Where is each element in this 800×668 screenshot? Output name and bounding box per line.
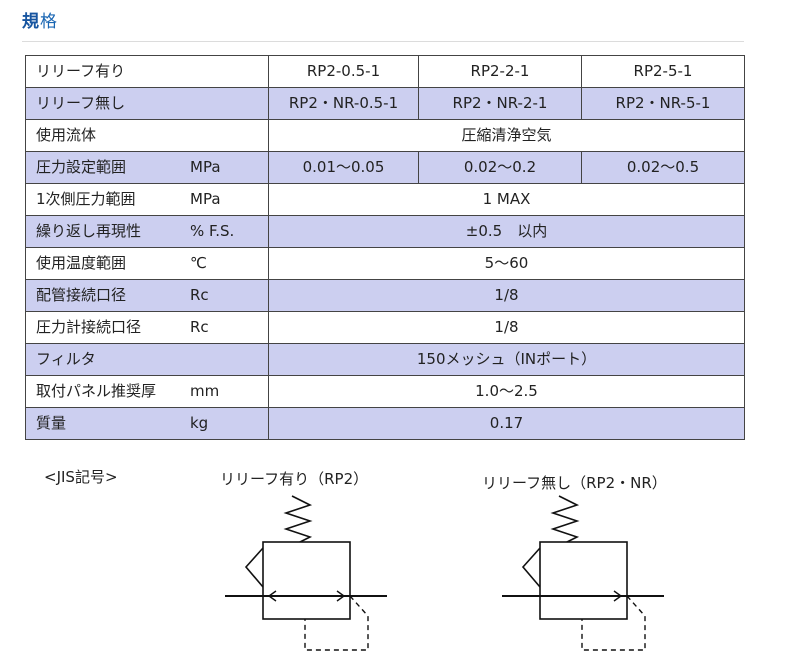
arrow-right-icon [613,590,623,602]
row-label: 使用温度範囲 [36,254,127,272]
table-row: 繰り返し再現性 % F.S. ±0.5 以内 [25,215,745,248]
table-row: 質量 kg 0.17 [25,407,745,440]
row-label-cell: 取付パネル推奨厚 mm [25,375,269,408]
relief-diagram-title: リリーフ有り（RP2） [220,470,369,488]
row-label: 繰り返し再現性 [36,222,142,240]
row-label-cell: 使用流体 [25,119,269,152]
row-label-cell: 使用温度範囲 ℃ [25,247,269,280]
row-label: 圧力設定範囲 [36,158,127,176]
row-label-cell: リリーフ有り [25,55,269,88]
row-unit: MPa [190,158,221,176]
table-row: 配管接続口径 Rc 1/8 [25,279,745,312]
value-cell: RP2-5-1 [581,55,745,88]
value-cell: 0.02～0.2 [418,151,582,184]
row-unit: ℃ [190,254,207,272]
row-unit: Rc [190,286,209,304]
row-label-cell: 質量 kg [25,407,269,440]
row-label: 質量 [36,414,67,432]
row-label: 配管接続口径 [36,286,127,304]
row-label-cell: 圧力計接続口径 Rc [25,311,269,344]
value-cell: 圧縮清浄空気 [268,119,745,152]
section-heading: 規格 [22,10,58,34]
value-cell: ±0.5 以内 [268,215,745,248]
row-label-cell: 圧力設定範囲 MPa [25,151,269,184]
value-cell: 5～60 [268,247,745,280]
value-cell: 0.01～0.05 [268,151,419,184]
pilot-triangle-icon [521,547,541,588]
row-label: フィルタ [36,350,96,368]
value-cell: 0.17 [268,407,745,440]
arrow-right-icon [336,590,346,602]
table-row: 使用温度範囲 ℃ 5～60 [25,247,745,280]
pilot-triangle-icon [244,547,264,588]
row-unit: MPa [190,190,221,208]
table-row: 1次側圧力範囲 MPa 1 MAX [25,183,745,216]
table-row: 使用流体 圧縮清浄空気 [25,119,745,152]
value-cell: RP2・NR-0.5-1 [268,87,419,120]
row-label: 圧力計接続口径 [36,318,142,336]
valve-body [262,541,351,620]
table-row: 圧力計接続口径 Rc 1/8 [25,311,745,344]
row-label-cell: 繰り返し再現性 % F.S. [25,215,269,248]
value-cell: 0.02～0.5 [581,151,745,184]
value-cell: 1 MAX [268,183,745,216]
table-row: フィルタ 150メッシュ（INポート） [25,343,745,376]
heading-divider [22,41,744,42]
norelief-diagram-title: リリーフ無し（RP2・NR） [482,474,667,492]
jis-symbol-label: <JIS記号> [44,468,118,486]
row-label-cell: 配管接続口径 Rc [25,279,269,312]
row-label: リリーフ有り [36,62,126,80]
value-cell: RP2-0.5-1 [268,55,419,88]
row-label-cell: フィルタ [25,343,269,376]
row-label-cell: 1次側圧力範囲 MPa [25,183,269,216]
row-label: 使用流体 [36,126,97,144]
row-label: 取付パネル推奨厚 [36,382,157,400]
row-unit: % F.S. [190,222,235,240]
heading-first-char: 規 [22,12,40,32]
valve-body [539,541,628,620]
value-cell: 1.0～2.5 [268,375,745,408]
table-row: 取付パネル推奨厚 mm 1.0～2.5 [25,375,745,408]
row-label: 1次側圧力範囲 [36,190,136,208]
value-cell: RP2・NR-2-1 [418,87,582,120]
row-unit: kg [190,414,209,432]
value-cell: 150メッシュ（INポート） [268,343,745,376]
row-label: リリーフ無し [36,94,126,112]
value-cell: 1/8 [268,311,745,344]
row-unit: mm [190,382,220,400]
arrow-left-icon [267,590,277,602]
value-cell: RP2-2-1 [418,55,582,88]
row-label-cell: リリーフ無し [25,87,269,120]
spring-icon [550,495,580,544]
value-cell: 1/8 [268,279,745,312]
spring-icon [283,495,313,544]
value-cell: RP2・NR-5-1 [581,87,745,120]
norelief-regulator-symbol [502,495,664,651]
relief-regulator-symbol [225,495,387,651]
heading-rest: 格 [40,12,58,32]
row-unit: Rc [190,318,209,336]
